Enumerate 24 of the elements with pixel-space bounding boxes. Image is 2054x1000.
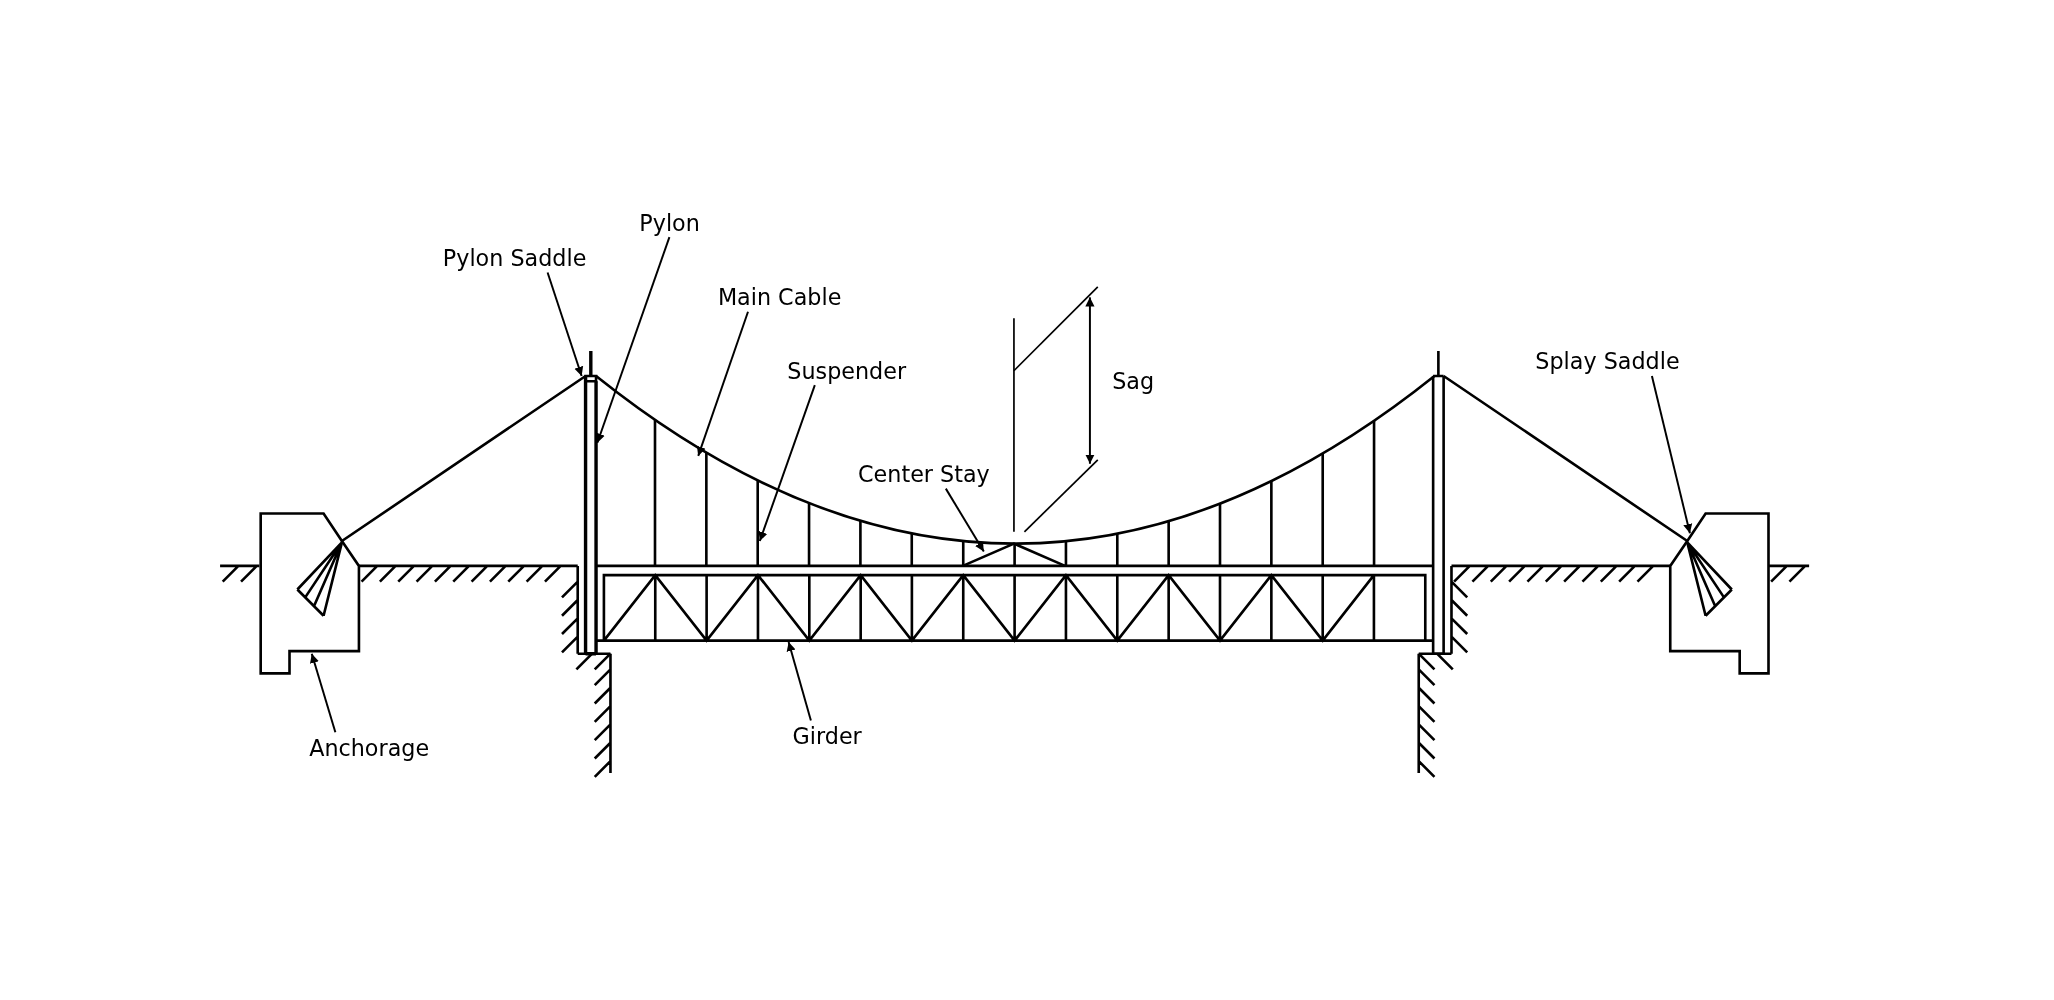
part-label: Suspender bbox=[787, 357, 907, 384]
girder-truss bbox=[594, 564, 1435, 643]
leader-line bbox=[786, 640, 812, 722]
center-stay bbox=[962, 542, 1066, 568]
leader-line bbox=[1650, 375, 1693, 535]
splay-saddle bbox=[1685, 541, 1734, 617]
leader-line bbox=[596, 236, 671, 444]
leader-line bbox=[758, 384, 816, 542]
leader-line bbox=[546, 271, 584, 377]
part-label: Anchorage bbox=[309, 734, 430, 762]
leader-line bbox=[696, 310, 749, 457]
pylon-saddle bbox=[584, 374, 598, 383]
leader-line bbox=[944, 487, 985, 553]
dimension-label: Sag bbox=[1112, 368, 1155, 395]
pylon bbox=[583, 349, 598, 656]
part-label: Splay Saddle bbox=[1535, 348, 1680, 375]
leader-line bbox=[310, 652, 337, 734]
suspender bbox=[756, 480, 759, 566]
anchorage bbox=[259, 512, 361, 675]
part-label: Main Cable bbox=[717, 284, 842, 311]
part-label: Girder bbox=[792, 723, 862, 750]
part-label: Pylon Saddle bbox=[442, 244, 587, 272]
part-label: Center Stay bbox=[858, 461, 990, 488]
part-label: Pylon bbox=[639, 209, 700, 236]
